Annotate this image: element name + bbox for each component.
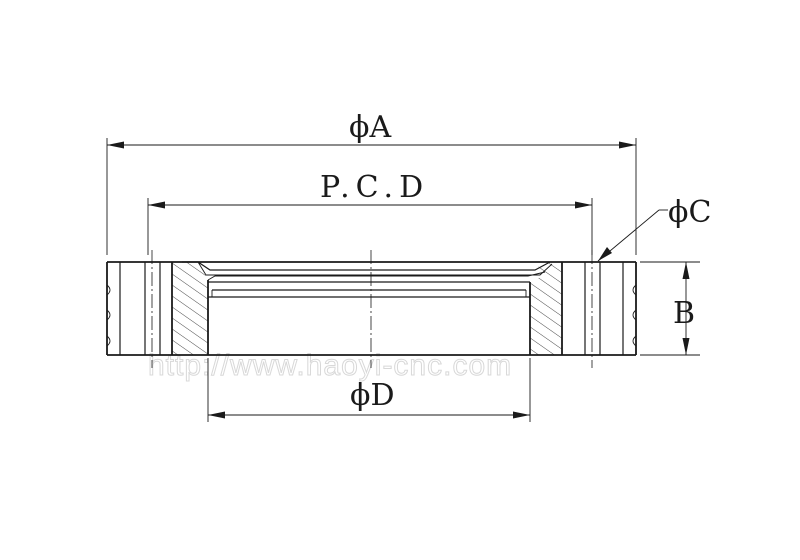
dimension-pcd: P.C.D xyxy=(147,170,593,255)
label-b: B xyxy=(673,296,695,331)
dimension-c: ϕC xyxy=(597,195,711,262)
label-phi-d: ϕD xyxy=(350,378,395,413)
label-phi-c: ϕC xyxy=(668,195,711,230)
dimension-b: B xyxy=(640,261,700,356)
dimension-d: ϕD xyxy=(207,358,531,422)
flange-body xyxy=(106,261,637,356)
centerlines xyxy=(151,250,593,368)
dimension-a: ϕA xyxy=(106,110,637,255)
label-pcd: P.C.D xyxy=(320,170,429,205)
section-hatching xyxy=(172,262,562,355)
label-phi-a: ϕA xyxy=(349,110,391,145)
